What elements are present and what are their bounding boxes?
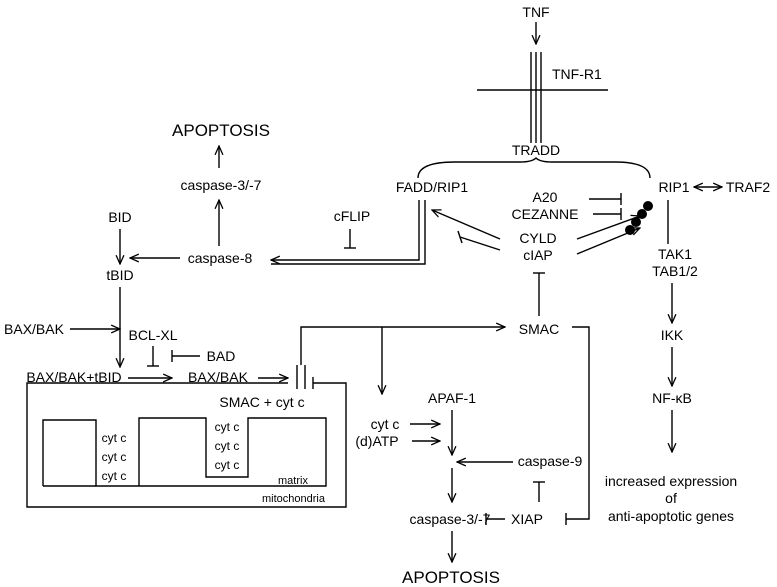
- cyt-c-label: cyt c: [102, 469, 127, 483]
- smac-cyt-c-label: SMAC + cyt c: [219, 394, 304, 410]
- xiap-label: XIAP: [511, 511, 543, 527]
- caspase-9-label: caspase-9: [518, 453, 583, 469]
- mitochondria-label: mitochondria: [262, 493, 326, 505]
- datp-label: (d)ATP: [355, 433, 398, 449]
- tbid-label: tBID: [106, 267, 133, 283]
- tnf-label: TNF: [522, 4, 549, 20]
- anti-apoptotic-genes-label: anti-apoptotic genes: [608, 508, 734, 524]
- caspase-3-7-top-label: caspase-3/-7: [181, 177, 262, 193]
- arrow-fadd-caspase8: [271, 200, 420, 260]
- cyt-c-label: cyt c: [102, 431, 127, 445]
- arrow-release-smac: [300, 327, 505, 365]
- tnf-r1-label: TNF-R1: [552, 66, 602, 82]
- inhibit-smac-xiap: [566, 326, 590, 520]
- bid-label: BID: [108, 209, 131, 225]
- ikk-label: IKK: [661, 327, 684, 343]
- arrow-cyld-fadd: [432, 210, 501, 240]
- cyt-c-label: cyt c: [215, 420, 240, 434]
- smac-label: SMAC: [519, 321, 559, 337]
- mitochondria-outer: [26, 382, 347, 508]
- tak1-label: TAK1: [658, 246, 692, 262]
- tab1-2-label: TAB1/2: [652, 263, 698, 279]
- ubiquitin-icon: [625, 225, 635, 235]
- bax-bak-mid-label: BAX/BAK: [188, 369, 249, 385]
- cyt-c-mid-label: cyt c: [371, 416, 400, 432]
- inhibit-cyld-fadd: [459, 236, 501, 251]
- mitochondria-inner: [42, 417, 327, 487]
- apoptosis-top-label: APOPTOSIS: [172, 121, 270, 140]
- tradd-label: TRADD: [512, 142, 560, 158]
- tradd-brace: [417, 157, 651, 179]
- caspase-8-label: caspase-8: [188, 250, 253, 266]
- fadd-rip1-label: FADD/RIP1: [396, 179, 469, 195]
- a20-label: A20: [533, 189, 558, 205]
- cyt-c-label: cyt c: [102, 450, 127, 464]
- bax-bak-tbid-label: BAX/BAK+tBID: [26, 369, 121, 385]
- increased-expression-label: increased expression: [605, 473, 737, 489]
- bad-label: BAD: [207, 348, 236, 364]
- bax-bak-left-label: BAX/BAK: [4, 321, 65, 337]
- caspase-3-7-bottom-label: caspase-3/-7: [410, 511, 491, 527]
- ubiquitin-icon: [631, 217, 641, 227]
- cezanne-label: CEZANNE: [512, 206, 579, 222]
- inhibit-cyld-fadd: [457, 230, 463, 244]
- traf2-label: TRAF2: [726, 179, 771, 195]
- cyt-c-label: cyt c: [215, 458, 240, 472]
- arrow-fadd-caspase8: [271, 200, 426, 265]
- apoptosis-bottom-label: APOPTOSIS: [402, 568, 500, 587]
- rip1-label: RIP1: [658, 179, 689, 195]
- ciap-label: cIAP: [523, 247, 553, 263]
- arrow-cyld-rip1: [576, 216, 640, 240]
- of-label: of: [665, 490, 677, 506]
- bcl-xl-label: BCL-XL: [128, 327, 177, 343]
- matrix-label: matrix: [278, 475, 308, 487]
- apaf-1-label: APAF-1: [428, 390, 476, 406]
- cflip-label: cFLIP: [334, 208, 371, 224]
- cyld-label: CYLD: [519, 230, 556, 246]
- ubiquitin-icon: [637, 209, 647, 219]
- ubiquitin-icon: [643, 201, 653, 211]
- cyt-c-label: cyt c: [215, 439, 240, 453]
- nf-kb-label: NF-κB: [652, 390, 692, 406]
